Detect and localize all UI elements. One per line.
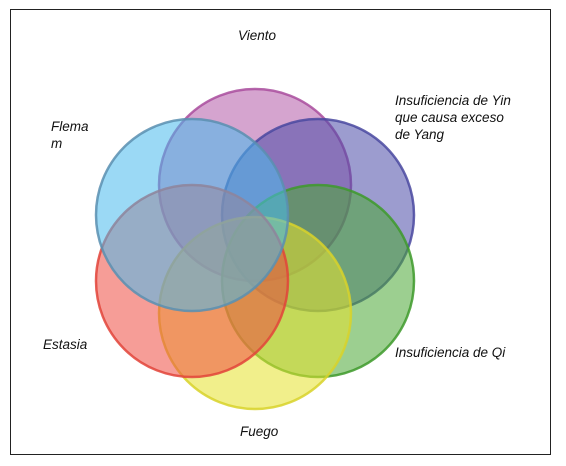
label-viento: Viento <box>238 28 277 43</box>
circle-flema <box>94 117 290 313</box>
label-fuego: Fuego <box>240 424 279 439</box>
label-insuficiencia-qi: Insuficiencia de Qi <box>395 345 506 360</box>
label-insuficiencia-yin: Insuficiencia de Yin que causa exceso de… <box>395 93 511 142</box>
label-flema: Flema m <box>51 119 89 151</box>
label-estasia: Estasia <box>43 337 88 352</box>
